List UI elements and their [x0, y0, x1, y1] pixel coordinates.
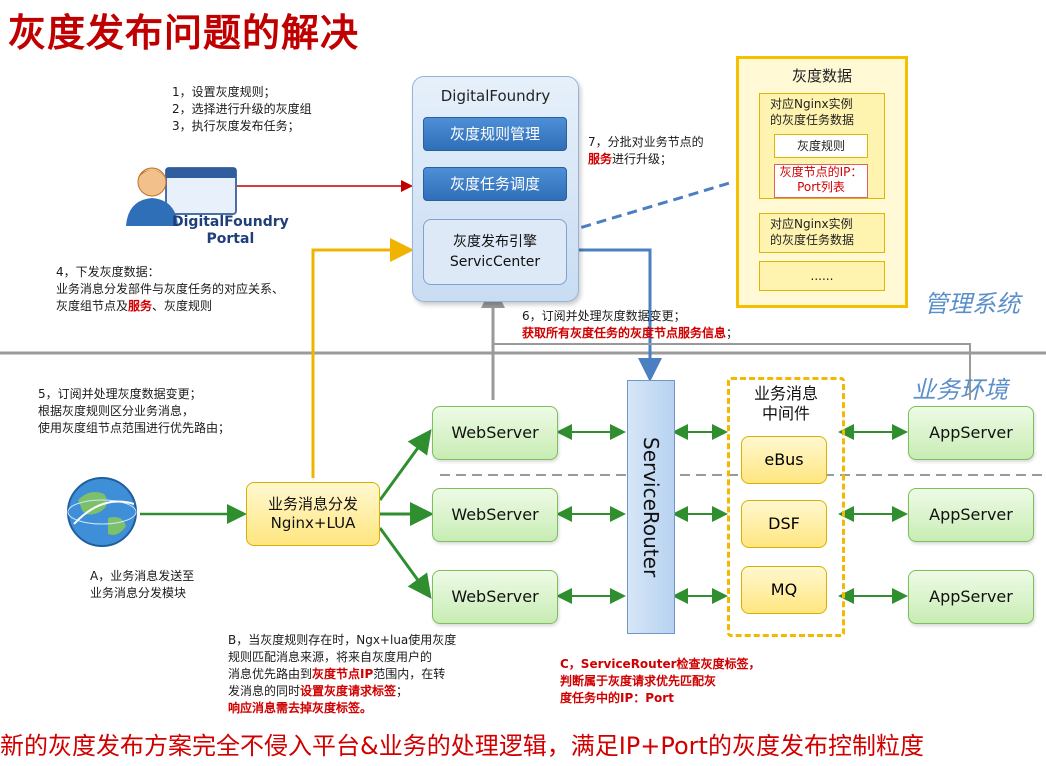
engine-label: 灰度发布引擎 — [453, 234, 537, 250]
note-step-6: 6，订阅并处理灰度数据变更； 获取所有灰度任务的灰度节点服务信息； — [522, 308, 738, 342]
note-line: 服务进行升级； — [588, 151, 704, 168]
note-text: 范围内，在转 — [373, 667, 446, 681]
webserver-node-1: WebServer — [432, 406, 558, 460]
note-steps-1-3: 1，设置灰度规则； 2，选择进行升级的灰度组 3，执行灰度发布任务； — [172, 84, 312, 135]
mgmt-system-label: 管理系统 — [924, 290, 1020, 318]
note-line: 5，订阅并处理灰度数据变更； — [38, 387, 202, 401]
middleware-title-line: 中间件 — [761, 404, 810, 423]
note-text: 消息优先路由到 — [228, 667, 313, 681]
biz-env-label: 业务环境 — [912, 376, 1008, 404]
gray-data-title: 灰度数据 — [791, 67, 852, 85]
service-router-node: ServiceRouter — [627, 380, 675, 634]
note-line: 4，下发灰度数据： — [56, 265, 160, 279]
note-text: 进行升级； — [612, 152, 673, 166]
dispatcher-label: 业务消息分发 — [267, 495, 358, 513]
appserver-node-2: AppServer — [908, 488, 1034, 542]
engine-sublabel: ServicCenter — [449, 254, 541, 270]
service-router-label: ServiceRouter — [639, 436, 663, 578]
nginx-instance-data-2: 对应Nginx实例 的灰度任务数据 — [759, 213, 885, 253]
gray-rule-management: 灰度规则管理 — [423, 117, 567, 151]
note-line: 业务消息分发部件与灰度任务的对应关系、 — [56, 282, 285, 296]
note-line: B，当灰度规则存在时，Ngx+lua使用灰度 — [228, 633, 457, 647]
portal-label: DigitalFoundry Portal — [172, 214, 289, 248]
instance-label-line: 的灰度任务数据 — [770, 233, 855, 247]
note-line: 2，选择进行升级的灰度组 — [172, 102, 312, 116]
appserver-node-3: AppServer — [908, 570, 1034, 624]
note-step-c: C，ServiceRouter检查灰度标签， 判断属于灰度请求优先匹配灰 度任务… — [560, 656, 761, 707]
digitalfoundry-panel: DigitalFoundry 灰度规则管理 灰度任务调度 灰度发布引擎 Serv… — [412, 76, 579, 302]
ip-port-line: 灰度节点的IP： — [779, 165, 863, 179]
instance-label: 对应Nginx实例 的灰度任务数据 — [760, 214, 884, 250]
gray-release-engine: 灰度发布引擎 ServicCenter — [423, 219, 567, 285]
globe-icon — [67, 477, 137, 547]
instance-label-line: 对应Nginx实例 — [770, 217, 853, 231]
note-line: 获取所有灰度任务的灰度节点服务信息； — [522, 325, 738, 342]
note-highlight: 获取所有灰度任务的灰度 — [522, 326, 655, 340]
page-title: 灰度发布问题的解决 — [8, 11, 360, 55]
portal-user-icon — [126, 167, 237, 226]
note-text: 、灰度规则 — [152, 299, 213, 313]
note-text: 灰度组节点及 — [56, 299, 129, 313]
note-line: 规则匹配消息来源，将来自灰度用户的 — [228, 650, 433, 664]
instance-label-line: 的灰度任务数据 — [770, 113, 855, 127]
note-line: 发消息的同时设置灰度请求标签； — [228, 683, 456, 700]
note-step-b: B，当灰度规则存在时，Ngx+lua使用灰度 规则匹配消息来源，将来自灰度用户的… — [228, 632, 456, 717]
instance-label: 对应Nginx实例 的灰度任务数据 — [760, 94, 884, 130]
note-highlight: 节点服务信息 — [654, 326, 727, 340]
portal-label-line: DigitalFoundry — [172, 214, 289, 230]
note-line: A，业务消息发送至 — [90, 569, 195, 583]
gray-data-panel: 灰度数据 对应Nginx实例 的灰度任务数据 灰度规则 灰度节点的IP： Por… — [736, 56, 908, 308]
appserver-node-1: AppServer — [908, 406, 1034, 460]
message-middleware-frame — [727, 377, 845, 637]
webserver-node-2: WebServer — [432, 488, 558, 542]
message-dispatcher-node: 业务消息分发 Nginx+LUA — [246, 482, 380, 546]
note-line: 使用灰度组节点范围进行优先路由； — [38, 421, 231, 435]
note-line: 消息优先路由到灰度节点IP范围内，在转 — [228, 666, 456, 683]
note-line: 1，设置灰度规则； — [172, 85, 276, 99]
instance-label-line: 对应Nginx实例 — [770, 97, 853, 111]
note-step-5: 5，订阅并处理灰度数据变更； 根据灰度规则区分业务消息， 使用灰度组节点范围进行… — [38, 386, 230, 437]
note-line: 3，执行灰度发布任务； — [172, 119, 300, 133]
ebus-node: eBus — [741, 436, 827, 484]
message-middleware-title: 业务消息 中间件 — [730, 384, 842, 424]
note-text: ； — [726, 326, 739, 340]
note-line: 业务消息分发模块 — [90, 586, 187, 600]
nginx-instance-data-1: 对应Nginx实例 的灰度任务数据 灰度规则 灰度节点的IP： Port列表 — [759, 93, 885, 199]
note-step-a: A，业务消息发送至 业务消息分发模块 — [90, 568, 194, 602]
note-text: ； — [396, 684, 409, 698]
note-line: 判断属于灰度请求优先匹配灰 — [560, 674, 717, 688]
ip-port-line: Port列表 — [797, 180, 845, 194]
note-highlight: 灰度节点IP — [312, 667, 374, 681]
note-line: 响应消息需去掉灰度标签。 — [228, 701, 373, 715]
note-line: 度任务中的IP：Port — [560, 691, 674, 705]
mq-node: MQ — [741, 566, 827, 614]
middleware-title-line: 业务消息 — [753, 384, 818, 403]
portal-label-line: Portal — [206, 231, 255, 247]
note-highlight: 设置灰度请求标签 — [300, 684, 397, 698]
webserver-node-3: WebServer — [432, 570, 558, 624]
note-line: 7，分批对业务节点的 — [588, 135, 704, 149]
note-line: 灰度组节点及服务、灰度规则 — [56, 298, 284, 315]
note-step-4: 4，下发灰度数据： 业务消息分发部件与灰度任务的对应关系、 灰度组节点及服务、灰… — [56, 264, 284, 315]
footer-summary: 新的灰度发布方案完全不侵入平台&业务的处理逻辑，满足IP+Port的灰度发布控制… — [0, 732, 924, 760]
gray-rule-box: 灰度规则 — [774, 134, 868, 158]
digitalfoundry-title: DigitalFoundry — [440, 87, 551, 105]
note-line: 6，订阅并处理灰度数据变更； — [522, 309, 686, 323]
note-line: 根据灰度规则区分业务消息， — [38, 404, 195, 418]
dsf-node: DSF — [741, 500, 827, 548]
gray-node-ip-port-box: 灰度节点的IP： Port列表 — [774, 164, 868, 198]
note-step-7: 7，分批对业务节点的 服务进行升级； — [588, 134, 704, 168]
note-highlight: 服务 — [588, 152, 613, 166]
dispatcher-sublabel: Nginx+LUA — [270, 514, 356, 532]
more-instances: ...... — [759, 261, 885, 291]
note-line: C，ServiceRouter检查灰度标签， — [560, 657, 761, 671]
note-highlight: 服务 — [128, 299, 153, 313]
gray-task-scheduling: 灰度任务调度 — [423, 167, 567, 201]
note-text: 发消息的同时 — [228, 684, 301, 698]
